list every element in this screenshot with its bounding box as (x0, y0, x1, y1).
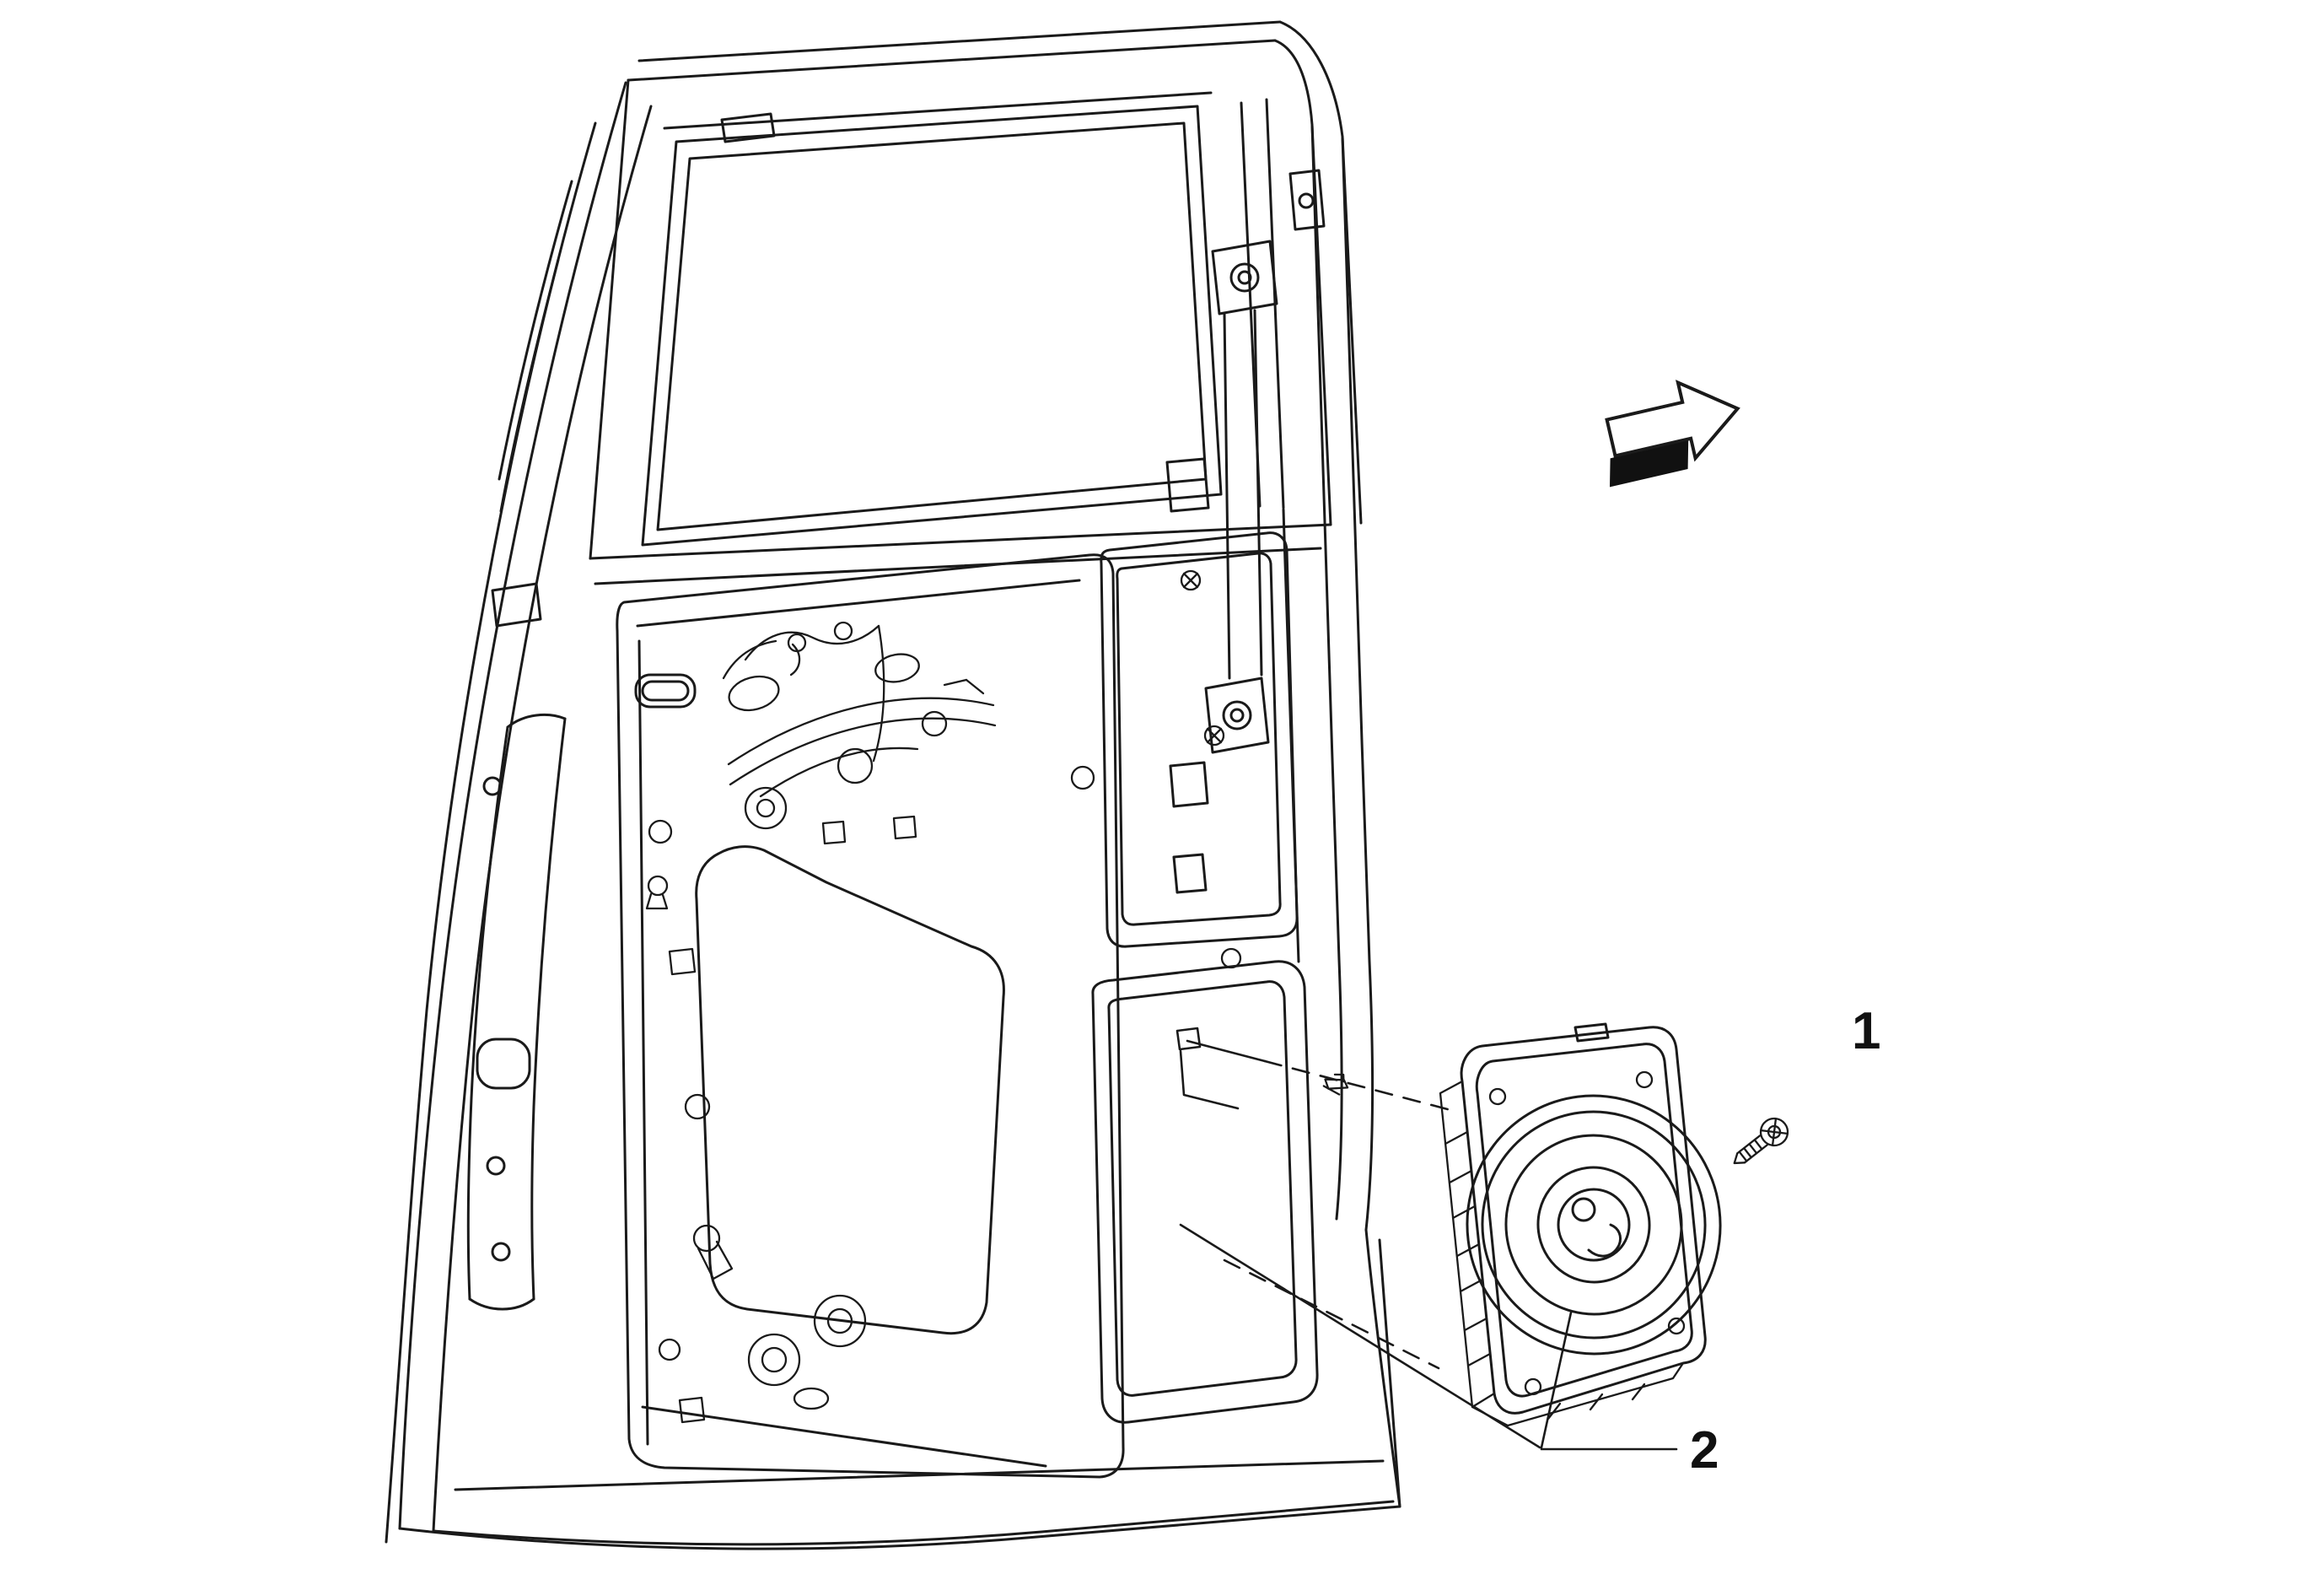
module-plate (1100, 531, 1299, 948)
speaker-recess (1091, 960, 1319, 1424)
upper-hinge (1211, 240, 1278, 315)
forward-arrow-icon (1605, 380, 1740, 488)
retainer-clip (1322, 1073, 1349, 1096)
callout-2-label: 2 (1690, 1421, 1719, 1480)
callout-2: 2 (1179, 1223, 1719, 1480)
screw-icon (1733, 1117, 1789, 1165)
window-regulator (722, 621, 997, 830)
module-screws (1180, 569, 1225, 747)
door-shell-flange (466, 582, 567, 1311)
speaker-assembly (1439, 1022, 1722, 1427)
callout-1: 1 (1852, 1002, 1880, 1060)
door-inner-panel (616, 553, 1242, 1479)
alignment-lines (1175, 1027, 1459, 1370)
speaker-mount-holes (1488, 1070, 1686, 1396)
door-outer-edge (385, 81, 1401, 1550)
callout-1-label: 1 (1852, 1002, 1880, 1060)
access-opening (695, 845, 1005, 1335)
panel-holes (634, 673, 1242, 1424)
speaker-cone (1466, 1094, 1722, 1356)
window-frame (589, 20, 1363, 585)
lower-hinge (1204, 676, 1270, 754)
door-front-edge (1165, 123, 1401, 1508)
